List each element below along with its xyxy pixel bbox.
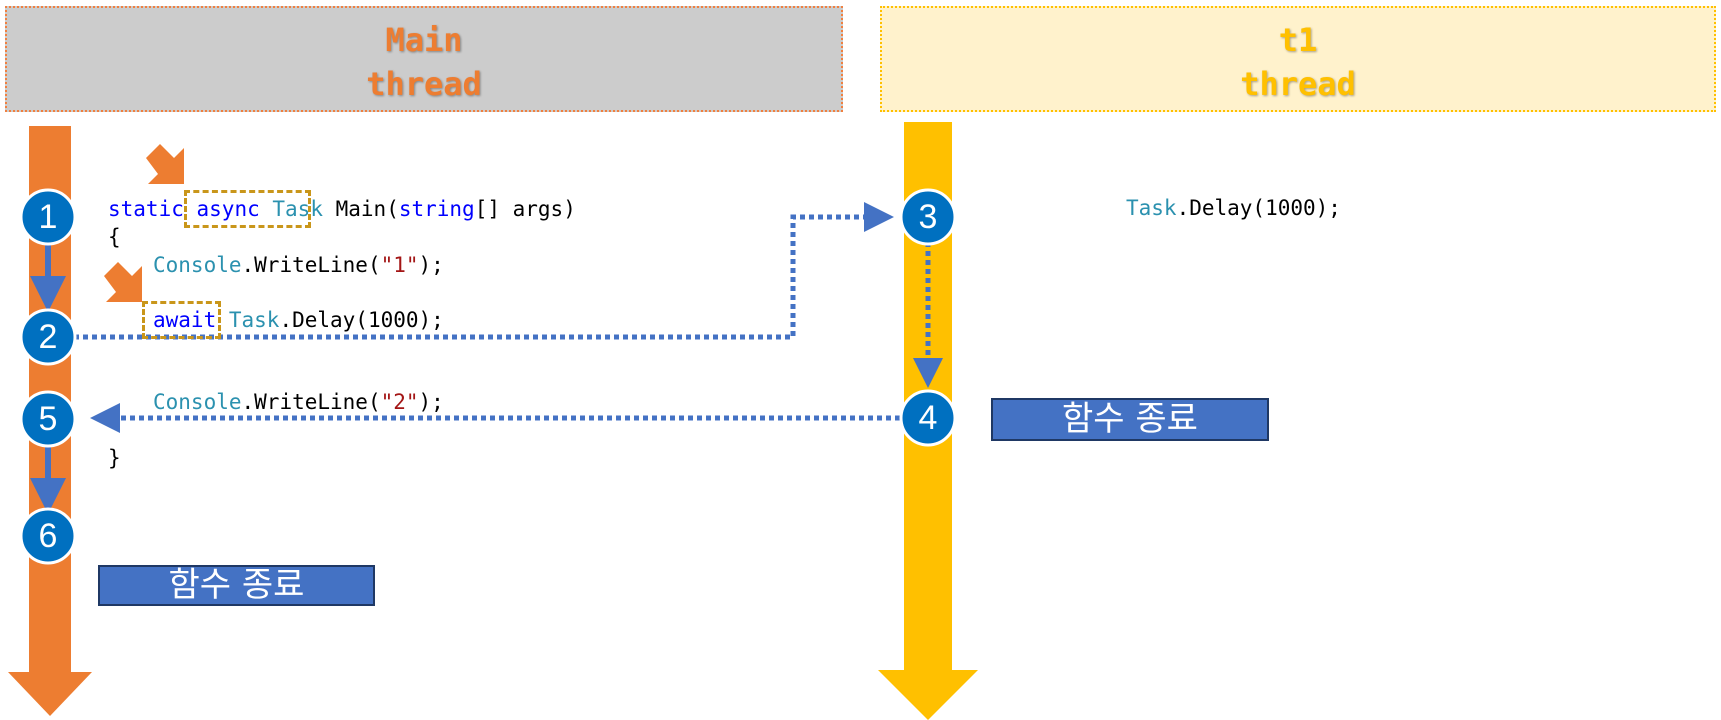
step-number-4: 4	[918, 399, 938, 437]
code-keyword-await: await	[153, 308, 217, 332]
code-keyword-string: string	[398, 197, 475, 221]
code-open-brace: {	[108, 225, 121, 249]
code-string-1: "1"	[380, 253, 419, 277]
step-circle-2	[19, 308, 77, 366]
main-thread-header: Main thread	[5, 6, 843, 112]
highlight-async-task	[184, 190, 311, 228]
step-circle-5	[19, 390, 77, 448]
pointer-arrow-async	[146, 144, 184, 184]
code-type-console: Console	[153, 253, 242, 277]
step-circle-3	[899, 188, 957, 246]
code-line-await: await Task.Delay(1000);	[153, 306, 444, 334]
code-args: [] args)	[474, 197, 576, 221]
code-method-writeline: .WriteLine(	[241, 390, 381, 414]
code-end: );	[418, 390, 444, 414]
code-line-writeline-1: Console.WriteLine("1");	[153, 251, 444, 279]
step-circle-1	[19, 188, 77, 246]
t1-thread-header: t1 thread	[880, 6, 1716, 112]
code-type-console: Console	[153, 390, 242, 414]
code-method-main: Main(	[335, 197, 399, 221]
step-number-5: 5	[38, 400, 58, 438]
step-number-6: 6	[38, 517, 58, 555]
code-method-delay: .Delay(1000);	[1176, 196, 1341, 220]
step-circle-4	[899, 389, 957, 447]
code-type-task: Task	[228, 308, 280, 332]
code-type-task: Task	[272, 197, 323, 221]
main-thread-header-subtitle: thread	[366, 65, 482, 103]
code-line-t1-delay: Task.Delay(1000);	[1126, 194, 1341, 222]
t1-thread-header-title: t1	[1278, 21, 1318, 59]
step-number-2: 2	[38, 318, 58, 356]
pointer-arrow-await	[104, 262, 142, 302]
main-function-end-label: 함수 종료	[98, 565, 375, 606]
code-method-writeline: .WriteLine(	[241, 253, 381, 277]
code-end: );	[418, 253, 444, 277]
step-number-1: 1	[38, 198, 58, 236]
code-type-task: Task	[1126, 196, 1177, 220]
code-keyword-static: static	[108, 197, 184, 221]
t1-function-end-label: 함수 종료	[991, 398, 1269, 441]
code-close-brace: }	[108, 446, 121, 470]
code-line-main-signature: static async Task Main(string[] args)	[108, 195, 576, 223]
code-line-writeline-2: Console.WriteLine("2");	[153, 388, 444, 416]
t1-thread-header-subtitle: thread	[1240, 65, 1356, 103]
highlight-await	[142, 301, 221, 339]
code-keyword-async: async	[196, 197, 260, 221]
code-string-2: "2"	[380, 390, 419, 414]
step-number-3: 3	[918, 198, 938, 236]
flow-arrow-2-to-3	[74, 202, 894, 340]
step-circle-6	[19, 507, 77, 565]
code-method-delay: .Delay(1000);	[279, 308, 444, 332]
main-thread-header-title: Main	[385, 21, 463, 59]
